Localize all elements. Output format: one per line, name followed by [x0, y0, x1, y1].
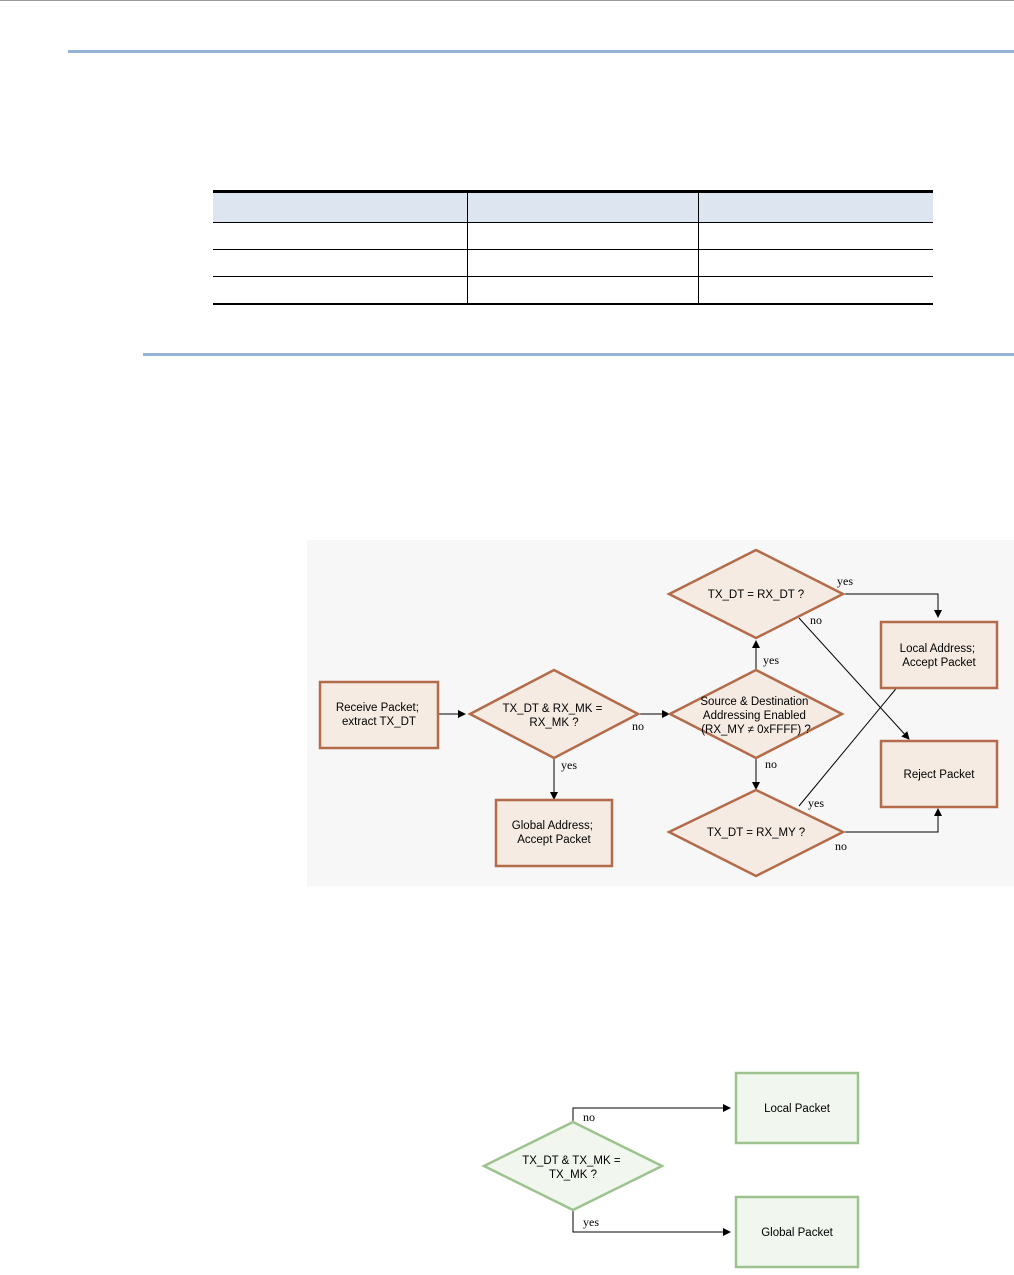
edge-label-src-dst-yes: yes: [763, 653, 779, 667]
global-match-decision: TX_DT & RX_MK = RX_MK ?: [467, 668, 641, 760]
edge-my-no: [843, 808, 942, 833]
edge-label-my-no: no: [835, 839, 847, 853]
flow-edges: [572, 1104, 731, 1236]
section-rule: [68, 50, 1014, 53]
table-header-row: [213, 191, 933, 223]
edge-label-global-yes: yes: [561, 758, 577, 772]
edge-label-src-dst-no: no: [765, 757, 777, 771]
my-match-decision: TX_DT = RX_MY ?: [666, 788, 846, 878]
global-packet-label: Global Packet: [761, 1227, 833, 1239]
local-accept-box: Local Address; Accept Packet: [879, 620, 999, 690]
table-header-cell: [213, 191, 468, 223]
table-cell: [467, 249, 699, 277]
receive-packet-label: Receive Packet; extract TX_DT: [336, 702, 422, 728]
edge-label-dt-no: no: [810, 613, 822, 627]
reject-packet-label: Reject Packet: [904, 769, 976, 781]
edge-my-yes: [798, 672, 910, 807]
section-rule: [143, 353, 1014, 356]
table-row: [213, 249, 933, 277]
global-accept-label: Global Address; Accept Packet: [512, 820, 596, 846]
global-accept-box: Global Address; Accept Packet: [494, 798, 614, 868]
flow-edges: [438, 593, 942, 833]
edge-label-yes: yes: [583, 1215, 599, 1229]
edge-dt-no: [798, 617, 910, 740]
edge-no-to-local: [572, 1104, 731, 1122]
tx-mask-label: TX_DT & TX_MK = TX_MK ?: [522, 1155, 624, 1181]
dt-match-label: TX_DT = RX_DT ?: [708, 589, 804, 601]
edge-yes-to-global: [572, 1208, 731, 1236]
receive-addressing-flowchart: Receive Packet; extract TX_DT TX_DT & RX…: [307, 540, 1014, 886]
table-cell: [698, 277, 933, 305]
src-dst-enabled-label: Source & Destination Addressing Enabled …: [700, 696, 811, 736]
edge-label-my-yes: yes: [808, 796, 824, 810]
edge-label-global-no: no: [632, 719, 644, 733]
table-cell: [213, 249, 468, 277]
table-row: [213, 222, 933, 250]
edge-dt-yes: [843, 593, 942, 618]
table-cell: [698, 222, 933, 250]
reject-packet-box: Reject Packet: [879, 739, 999, 809]
table-header-cell: [698, 191, 933, 223]
local-accept-label: Local Address; Accept Packet: [900, 643, 979, 669]
local-packet-box: Local Packet: [734, 1071, 860, 1145]
edge-label-no: no: [583, 1110, 595, 1124]
table-cell: [698, 249, 933, 277]
my-match-label: TX_DT = RX_MY ?: [707, 827, 805, 839]
local-packet-label: Local Packet: [764, 1103, 831, 1115]
table-row: [213, 276, 933, 305]
dt-match-decision: TX_DT = RX_DT ?: [666, 548, 846, 640]
edge-label-dt-yes: yes: [837, 574, 853, 588]
src-dst-enabled-decision: Source & Destination Addressing Enabled …: [667, 668, 845, 760]
global-packet-box: Global Packet: [734, 1195, 860, 1269]
global-match-label: TX_DT & RX_MK = RX_MK ?: [502, 703, 605, 729]
table-cell: [213, 276, 468, 304]
page-top-rule: [0, 0, 1014, 1]
table-cell: [213, 222, 468, 250]
table-cell: [467, 222, 699, 250]
receive-packet-box: Receive Packet; extract TX_DT: [318, 680, 440, 750]
address-table: [213, 190, 933, 305]
table-cell: [467, 276, 699, 304]
tx-mask-decision: TX_DT & TX_MK = TX_MK ?: [481, 1120, 665, 1212]
transmit-addressing-flowchart: TX_DT & TX_MK = TX_MK ? Local Packet Glo…: [481, 1071, 860, 1269]
table-header-cell: [467, 191, 699, 223]
